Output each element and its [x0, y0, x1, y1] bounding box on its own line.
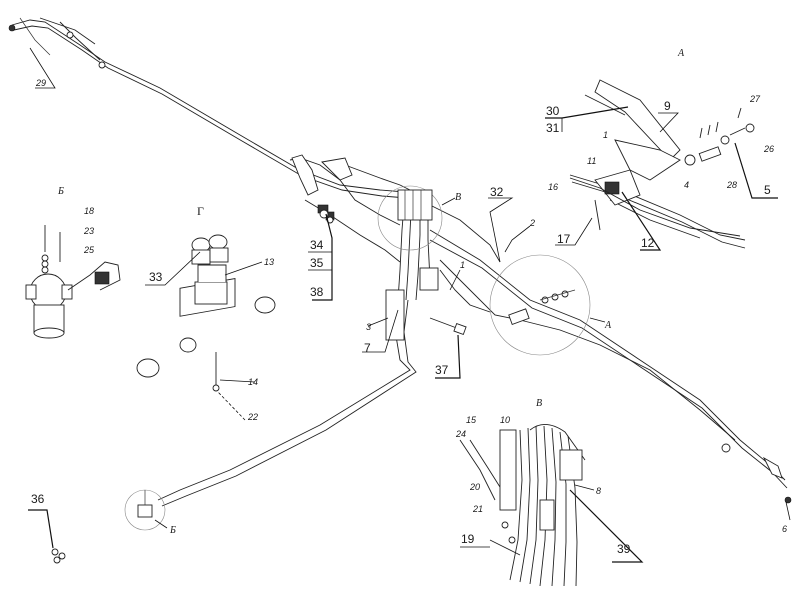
pipe-right-3 [519, 319, 736, 441]
leader-lines [28, 47, 791, 563]
pipe-link-2 [439, 259, 511, 319]
pipe-top-left-1 [11, 19, 406, 193]
detail-circle-V [377, 185, 443, 251]
fitting-29 [8, 24, 106, 69]
cylinder-37 [429, 317, 467, 336]
valve-bracket-3 [385, 289, 405, 341]
fittings-A-region [508, 289, 576, 326]
view-label-B-top: Б [57, 186, 64, 197]
view-label-B-circle: Б [169, 525, 176, 536]
view-label-V-top: В [536, 398, 542, 409]
callout-31: 31 [546, 121, 560, 135]
view-label-A-top: А [677, 48, 685, 59]
detail-G-valve [136, 234, 276, 392]
callout-numbers: 29 30 31 9 27 1 26 11 4 28 5 16 17 12 32… [31, 78, 787, 556]
view-label-G-top: Г [197, 204, 204, 218]
callout-1-top: 1 [603, 130, 608, 140]
callout-8-lower: 8 [596, 486, 601, 496]
detail-V-bundle [459, 424, 586, 587]
callout-27: 27 [749, 94, 761, 104]
callout-14: 14 [248, 377, 258, 387]
callout-18: 18 [84, 206, 94, 216]
callout-4: 4 [684, 180, 689, 190]
pipe-right-1 [429, 229, 786, 481]
callout-28: 28 [726, 180, 737, 190]
callout-36: 36 [31, 492, 45, 506]
callout-13: 13 [264, 257, 274, 267]
callout-21: 21 [472, 504, 483, 514]
valve-block-body [397, 189, 433, 221]
view-label-A-circle: А [604, 320, 612, 331]
callout-37: 37 [435, 363, 449, 377]
callout-9: 9 [664, 99, 671, 113]
callout-6: 6 [782, 524, 787, 534]
callout-15: 15 [466, 415, 477, 425]
callout-34: 34 [310, 238, 324, 252]
callout-5: 5 [764, 183, 771, 197]
callout-3: 3 [366, 322, 371, 332]
pipe-upper-center-2 [344, 164, 411, 191]
callout-30: 30 [546, 104, 560, 118]
pipe-top-left-3 [39, 17, 96, 45]
detail-circle-A [489, 254, 591, 356]
callout-16: 16 [548, 182, 558, 192]
fitting-B-end [137, 490, 153, 518]
callout-25: 25 [83, 245, 95, 255]
fitting-6 [721, 443, 792, 504]
detail-B-filter [25, 225, 121, 339]
callout-2: 2 [529, 218, 535, 228]
callout-17: 17 [557, 232, 571, 246]
view-label-V-circle: В [455, 192, 461, 203]
callout-23: 23 [83, 226, 94, 236]
main-pipe-runs [11, 17, 788, 507]
detail-A-lever [569, 79, 755, 237]
pipe-top-left-4 [59, 21, 101, 61]
callout-35: 35 [310, 256, 324, 270]
callout-7: 7 [364, 341, 371, 355]
detail-circles [124, 185, 591, 531]
callout-24: 24 [455, 429, 466, 439]
callout-19: 19 [461, 532, 475, 546]
pipe-link-1 [439, 269, 491, 313]
callout-20: 20 [469, 482, 480, 492]
center-valve-block [385, 189, 439, 341]
pipe-right-2 [429, 239, 788, 489]
pipe-down-left-2 [161, 299, 417, 507]
callout-39: 39 [617, 542, 631, 556]
pipe-top-left-5 [19, 17, 51, 56]
upper-bracket [291, 154, 353, 221]
part-36-nuts [51, 548, 66, 564]
view-labels: А А Б Б В В Г [57, 48, 685, 536]
valve-lower-block [419, 267, 439, 291]
pipe-to-A-3 [609, 199, 701, 239]
callout-29: 29 [35, 78, 46, 88]
callout-10: 10 [500, 415, 510, 425]
callout-1-center: 1 [460, 260, 465, 270]
pipe-link-32 [429, 204, 501, 263]
callout-11: 11 [587, 156, 596, 166]
callout-22: 22 [247, 412, 258, 422]
callout-26: 26 [763, 144, 774, 154]
callout-33: 33 [149, 270, 163, 284]
pipe-top-left-2 [13, 25, 408, 199]
callout-12: 12 [641, 236, 655, 250]
callout-38: 38 [310, 285, 324, 299]
callout-32: 32 [490, 185, 504, 199]
